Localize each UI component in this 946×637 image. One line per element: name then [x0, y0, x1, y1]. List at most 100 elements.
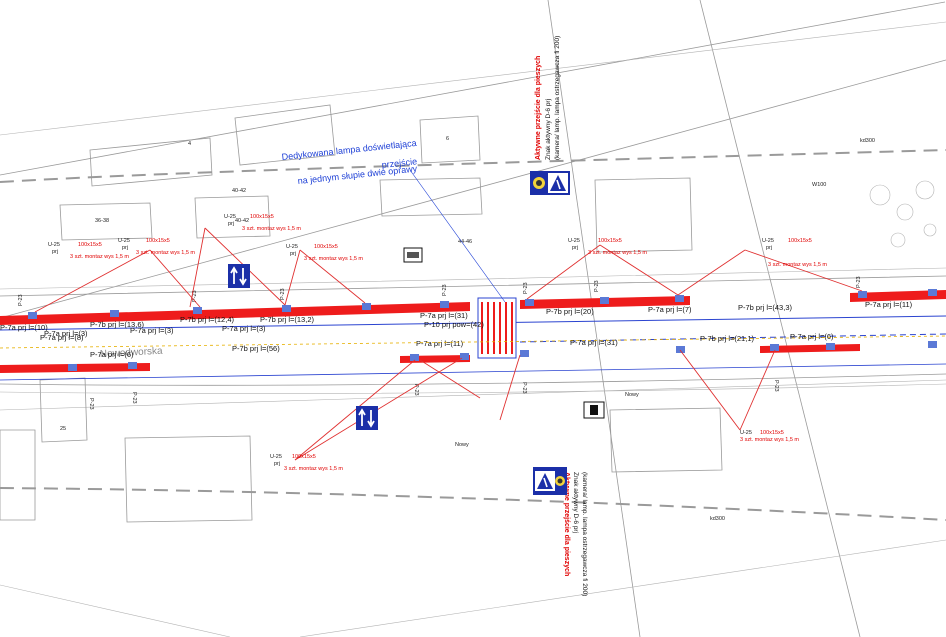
- luminaire: [676, 346, 685, 353]
- callout-box: U-25 100x15x5 3 szt. montaz wys 1,5 m: [740, 430, 799, 443]
- svg-text:prj: prj: [228, 221, 234, 227]
- luminaire: [362, 303, 371, 310]
- svg-text:Nowy: Nowy: [625, 392, 639, 398]
- svg-text:3 szt. montaz wys 1,5 m: 3 szt. montaz wys 1,5 m: [588, 250, 647, 256]
- svg-text:6: 6: [446, 136, 449, 142]
- cable-label: P-7a prj l=(31): [420, 311, 468, 320]
- cable-label: P-7a prj l=(6): [790, 332, 834, 341]
- svg-text:kd300: kd300: [710, 516, 725, 522]
- traffic-signal-icon: [403, 247, 423, 263]
- luminaire: [68, 364, 77, 371]
- svg-text:3 szt. montaz wys 1,5 m: 3 szt. montaz wys 1,5 m: [136, 250, 195, 256]
- svg-text:Aktywne przejście dla pieszych: Aktywne przejście dla pieszych: [563, 472, 570, 576]
- crossing-note-bottom: Aktywne przejście dla pieszych Znak akty…: [563, 472, 588, 596]
- pole-label: P-23: [594, 280, 600, 292]
- svg-text:3 szt. montaz wys 1,5 m: 3 szt. montaz wys 1,5 m: [284, 466, 343, 472]
- luminaire: [770, 344, 779, 351]
- cable-label: P-7b prj l=(13,2): [260, 315, 314, 324]
- pole-label: P-23: [773, 380, 779, 392]
- cable-label: P-7a prj l=(7): [648, 305, 692, 314]
- svg-text:100x15x5: 100x15x5: [598, 238, 622, 244]
- luminaire: [858, 291, 867, 298]
- pedestrian-crossing-sign-icon: [530, 171, 570, 195]
- luminaire: [520, 350, 529, 357]
- cable-label: P-7a prj l=(11): [865, 300, 913, 309]
- pole-labels: P-23 P-23 P-23 P-23 P-23 P-23 P-23 P-23 …: [18, 276, 862, 409]
- svg-text:U-25: U-25: [48, 242, 60, 248]
- cable-label: P-7b prj l=(20): [546, 307, 594, 316]
- cable-label: P-7b prj l=(43,3): [738, 303, 792, 312]
- luminaire: [193, 307, 202, 314]
- pole-label: P-23: [18, 294, 24, 306]
- pole-label: P-23: [280, 288, 286, 300]
- pole-label: P-23: [131, 392, 137, 404]
- luminaire: [928, 289, 937, 296]
- cable-label: P-7a prj l=(10): [0, 323, 48, 332]
- svg-text:U-25: U-25: [224, 214, 236, 220]
- svg-text:100x15x5: 100x15x5: [250, 214, 274, 220]
- svg-text:prj: prj: [290, 251, 296, 257]
- svg-text:25: 25: [60, 426, 66, 432]
- svg-text:(kamera/ lamp. lampa ostrzegaw: (kamera/ lamp. lampa ostrzegawcza fi 200…: [581, 472, 588, 596]
- svg-text:100x15x5: 100x15x5: [760, 430, 784, 436]
- callout-box: U-25 prj 100x15x5 3 szt. montaz wys 1,5 …: [270, 454, 343, 472]
- pole-label: P-23: [523, 282, 529, 294]
- cable-label: P-7a prj l=(3): [44, 329, 88, 338]
- crossing-note-top: Aktywne przejście dla pieszych Znak akty…: [535, 36, 561, 160]
- pole-label: P-23: [442, 284, 448, 296]
- callout-box: U-25 prj 100x15x5 3 szt. montaz wys 1,5 …: [568, 238, 647, 256]
- svg-text:100x15x5: 100x15x5: [292, 454, 316, 460]
- pedestrian-crossing-sign-icon: [533, 467, 567, 495]
- luminaire: [410, 354, 419, 361]
- two-way-arrow-sign-icon: [356, 406, 378, 430]
- svg-text:U-25: U-25: [270, 454, 282, 460]
- pole-label: P-23: [521, 382, 527, 394]
- luminaire: [826, 343, 835, 350]
- svg-text:U-25: U-25: [568, 238, 580, 244]
- luminaire: [525, 299, 534, 306]
- cable-labels-upper: P-7a prj l=(10) P-7b prj l=(13,6) P-7a p…: [0, 300, 913, 338]
- cable-label: P-7a prj l=(6): [90, 350, 134, 359]
- svg-text:3 szt. montaz wys 1,5 m: 3 szt. montaz wys 1,5 m: [304, 256, 363, 262]
- svg-text:100x15x5: 100x15x5: [78, 242, 102, 248]
- svg-text:100x15x5: 100x15x5: [146, 238, 170, 244]
- cable-label: P-7b prj l=(56): [232, 344, 280, 353]
- callout-box: U-25 prj 100x15x5 3 szt. montaz wys 1,5 …: [118, 238, 195, 256]
- luminaire: [675, 295, 684, 302]
- svg-text:U-25: U-25: [118, 238, 130, 244]
- svg-text:40-42: 40-42: [235, 218, 249, 224]
- svg-text:3 szt. montaz wys 1,5 m: 3 szt. montaz wys 1,5 m: [740, 437, 799, 443]
- svg-text:kd300: kd300: [860, 138, 875, 144]
- street-name: Nowodworska: [100, 346, 164, 360]
- svg-text:(kamera/ lamp. lampa ostrzegaw: (kamera/ lamp. lampa ostrzegawcza fi 200…: [554, 36, 561, 160]
- luminaire: [28, 312, 37, 319]
- cable-label: P-7a prj l=(8): [40, 333, 84, 342]
- svg-text:prj: prj: [766, 245, 772, 251]
- svg-text:40-42: 40-42: [232, 188, 246, 194]
- svg-text:Aktywne przejście dla pieszych: Aktywne przejście dla pieszych: [535, 56, 542, 160]
- luminaire: [600, 297, 609, 304]
- svg-text:prj: prj: [274, 461, 280, 467]
- luminaire: [110, 310, 119, 317]
- two-way-arrow-sign-icon: [228, 264, 250, 288]
- svg-text:prj: prj: [52, 249, 58, 255]
- luminaire: [460, 353, 469, 360]
- svg-text:Znak aktywny D-6 prj: Znak aktywny D-6 prj: [545, 99, 552, 160]
- svg-text:36-38: 36-38: [95, 218, 109, 224]
- svg-text:W100: W100: [812, 182, 826, 188]
- svg-text:3 szt. montaz wys 1,5 m: 3 szt. montaz wys 1,5 m: [242, 226, 301, 232]
- dedicated-lamp-note: Dedykowana lampa doświetlająca przejście…: [281, 138, 506, 303]
- svg-text:U-25: U-25: [286, 244, 298, 250]
- luminaire: [128, 362, 137, 369]
- cable-label: P-7a prj l=(3): [130, 326, 174, 335]
- cable-label: P-10 prj pow=(42): [424, 320, 484, 329]
- luminaires: [28, 289, 937, 371]
- pole-label: P-23: [856, 276, 862, 288]
- dedicated-lamp-note-line2: przejście: [381, 156, 417, 170]
- svg-text:100x15x5: 100x15x5: [314, 244, 338, 250]
- svg-text:U-25: U-25: [762, 238, 774, 244]
- cable-label: P-7b prj l=(13,6): [90, 320, 144, 329]
- luminaire: [282, 305, 291, 312]
